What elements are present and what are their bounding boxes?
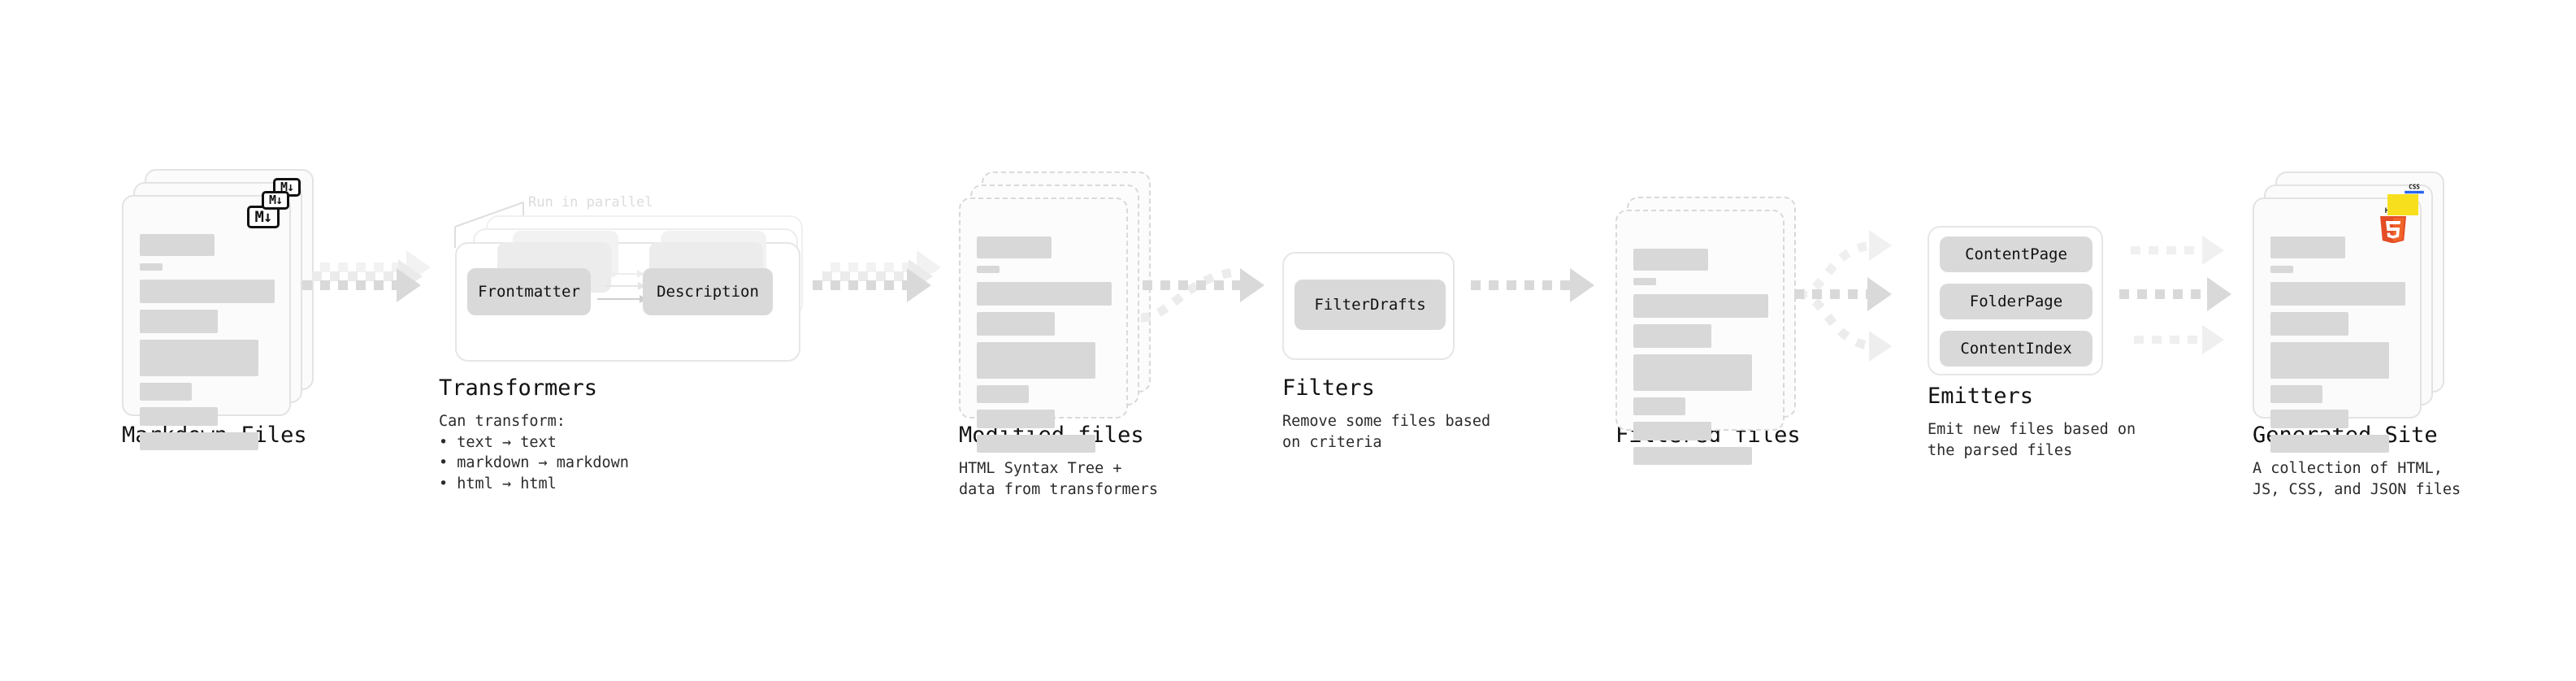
- stage-subtitle: A collection of HTML, JS, CSS, and JSON …: [2253, 460, 2461, 498]
- stage-title: Emitters: [1928, 384, 2034, 409]
- stage-markdown-files: M↓ M↓ M↓: [122, 169, 317, 450]
- skeleton-bar: [140, 310, 218, 333]
- skeleton-bar: [140, 407, 218, 426]
- caption-emitters: Emitters Emit new files based on the par…: [1928, 384, 2204, 461]
- site-card-html: HTML: [2253, 197, 2422, 453]
- skeleton-bar: [977, 342, 1095, 379]
- markdown-card-stack: M↓ M↓ M↓: [122, 169, 317, 450]
- pill-frontmatter[interactable]: Frontmatter: [467, 268, 591, 315]
- stage-filters: FilterDrafts: [1282, 252, 1461, 362]
- skeleton-bar: [977, 385, 1029, 403]
- transform-arrow: [605, 282, 646, 290]
- dotted-arrow-layer: [2134, 323, 2248, 356]
- dotted-arrow-layer: [1794, 277, 1916, 311]
- modified-card-front: [959, 197, 1128, 453]
- transform-arrow: [597, 295, 648, 303]
- dotted-arrow-layer: [1471, 268, 1599, 302]
- skeleton-bar: [1633, 354, 1752, 391]
- run-in-parallel-label: Run in parallel: [528, 194, 653, 210]
- dotted-arrow-layer: [1143, 268, 1273, 302]
- emitters-box: ContentPage FolderPage ContentIndex: [1928, 226, 2103, 375]
- dotted-arrow-layer: [302, 268, 426, 302]
- dotted-fanout: [1797, 241, 1873, 351]
- skeleton-bar: [1633, 447, 1752, 465]
- site-card-stack: CSS HTML: [2253, 171, 2448, 453]
- skeleton-bar: [2270, 342, 2389, 379]
- skeleton-bar: [140, 263, 163, 271]
- connector-emitters-to-site: [2119, 203, 2249, 390]
- skeleton-bar: [2270, 410, 2348, 428]
- skeleton-bar: [1633, 324, 1711, 348]
- dotted-arrow-head: [1869, 230, 1892, 261]
- modified-card-stack: [959, 171, 1154, 453]
- markdown-card-front: M↓: [122, 195, 291, 450]
- filters-box: FilterDrafts: [1282, 252, 1455, 360]
- skeleton-bar: [140, 340, 258, 376]
- skeleton-bar: [977, 410, 1055, 428]
- dotted-curve: [1140, 267, 1236, 323]
- skeleton-bar: [1633, 294, 1768, 318]
- stage-filtered-files: [1615, 197, 1811, 465]
- markdown-icon: M↓: [262, 191, 289, 210]
- skeleton-bar: [1633, 422, 1711, 440]
- skeleton-bar: [2270, 282, 2405, 306]
- stage-subtitle: HTML Syntax Tree + data from transformer…: [959, 460, 1159, 498]
- filtered-card-front: [1615, 210, 1785, 465]
- javascript-icon: [2387, 194, 2418, 215]
- skeleton-bar: [2270, 435, 2389, 453]
- filtered-card-stack: [1615, 197, 1811, 465]
- dotted-arrow-layer: [2131, 234, 2244, 267]
- skeleton-bar: [2270, 236, 2345, 258]
- skeleton-bar: [1633, 397, 1685, 415]
- dotted-arrow-layer: [813, 268, 936, 302]
- stage-title: Transformers: [439, 375, 598, 401]
- stage-transformers: Run in parallel Frontmatter Description: [439, 194, 829, 384]
- transformer-box-front: Frontmatter Description: [455, 231, 800, 362]
- stage-generated-site: CSS HTML: [2253, 171, 2448, 453]
- skeleton-bar: [2270, 312, 2348, 336]
- skeleton-bar: [977, 312, 1055, 336]
- skeleton-bar: [140, 383, 192, 401]
- dotted-arrow-head: [1869, 331, 1892, 362]
- transform-arrow: [609, 270, 645, 278]
- svg-text:CSS: CSS: [2409, 183, 2420, 190]
- skeleton-bar: [977, 435, 1095, 453]
- stage-subtitle: Emit new files based on the parsed files: [1928, 421, 2136, 459]
- caption-filters: Filters Remove some files based on crite…: [1282, 375, 1559, 453]
- pill-contentpage[interactable]: ContentPage: [1940, 236, 2092, 272]
- skeleton-bar: [977, 266, 1000, 273]
- pill-folderpage[interactable]: FolderPage: [1940, 284, 2092, 319]
- stage-subtitle: Can transform: • text → text • markdown …: [439, 413, 629, 492]
- skeleton-bar: [977, 282, 1112, 306]
- skeleton-bar: [2270, 266, 2293, 273]
- stage-emitters: ContentPage FolderPage ContentIndex: [1928, 226, 2114, 376]
- skeleton-bar: [140, 432, 258, 450]
- caption-transformers: Transformers Can transform: • text → tex…: [439, 375, 780, 494]
- skeleton-bar: [2270, 385, 2322, 403]
- dotted-arrow-layer: [2119, 277, 2249, 311]
- skeleton-bar: [140, 234, 215, 256]
- pill-description[interactable]: Description: [643, 268, 773, 315]
- stage-modified-files: [959, 171, 1154, 453]
- pill-filterdrafts[interactable]: FilterDrafts: [1295, 280, 1446, 330]
- skeleton-bar: [977, 236, 1052, 258]
- skeleton-bar: [140, 280, 275, 303]
- skeleton-bar: [1633, 278, 1656, 285]
- skeleton-bar: [1633, 249, 1708, 271]
- pill-contentindex[interactable]: ContentIndex: [1940, 331, 2092, 367]
- css3-icon: CSS: [2405, 183, 2424, 194]
- stage-title: Filters: [1282, 375, 1375, 401]
- connector-filtered-to-emitters: [1794, 203, 1941, 390]
- stage-subtitle: Remove some files based on criteria: [1282, 413, 1491, 451]
